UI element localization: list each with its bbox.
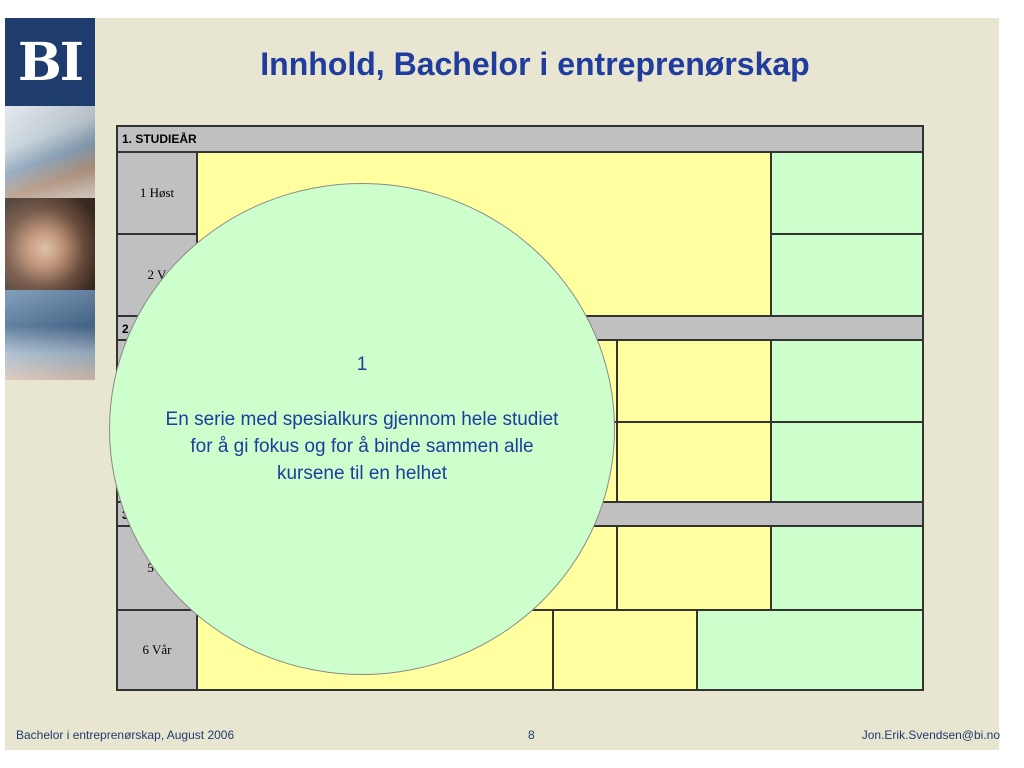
semester-label-1: 1 Høst xyxy=(117,152,197,234)
footer-left: Bachelor i entreprenørskap, August 2006 xyxy=(16,728,235,742)
year-header-1: 1. STUDIEÅR xyxy=(117,126,923,152)
semester-label-6: 6 Vår xyxy=(117,610,197,690)
info-bubble: 1 En serie med spesialkurs gjennom hele … xyxy=(109,183,615,675)
course-block xyxy=(697,610,923,690)
course-block xyxy=(553,610,697,690)
course-block xyxy=(771,526,923,610)
footer-email: Jon.Erik.Svendsen@bi.no xyxy=(861,728,1000,742)
photo-face xyxy=(5,198,95,290)
course-block xyxy=(771,234,923,316)
photo-legs xyxy=(5,106,95,198)
course-block xyxy=(617,340,771,422)
photo-jeans xyxy=(5,290,95,380)
bubble-text: En serie med spesialkurs gjennom hele st… xyxy=(165,409,559,484)
course-block xyxy=(617,526,771,610)
slide-title: Innhold, Bachelor i entreprenørskap xyxy=(260,46,810,82)
course-block xyxy=(771,422,923,502)
course-block xyxy=(771,152,923,234)
course-block xyxy=(617,422,771,502)
page-number: 8 xyxy=(528,728,535,742)
bi-logo: BI xyxy=(5,18,95,106)
course-block xyxy=(771,340,923,422)
bubble-number: 1 xyxy=(356,354,368,375)
